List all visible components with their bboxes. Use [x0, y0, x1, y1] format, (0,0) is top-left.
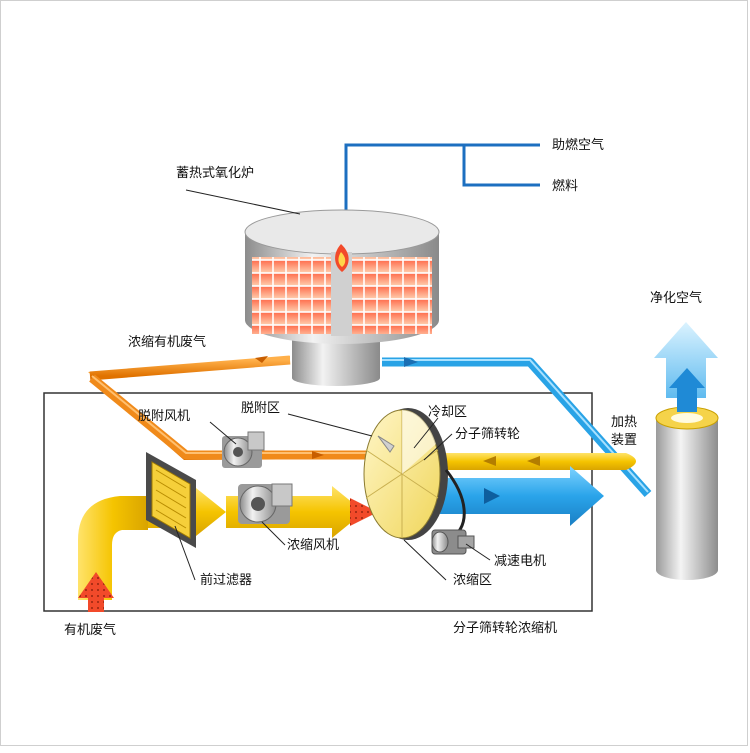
sieve-wheel: [363, 408, 466, 542]
label-desorb-zone: 脱附区: [241, 401, 280, 416]
label-fuel: 燃料: [552, 178, 578, 194]
clean-air-duct: [440, 466, 604, 526]
concentrate-fan: [238, 483, 293, 524]
desorb-fan: [222, 431, 265, 468]
label-concentrator: 分子筛转轮浓缩机: [453, 620, 557, 636]
label-gear-motor: 减速电机: [494, 554, 546, 569]
label-combustion-air: 助燃空气: [552, 137, 604, 153]
label-pre-filter: 前过滤器: [200, 572, 252, 588]
label-voc-gas: 有机废气: [64, 622, 116, 638]
label-concentrate-zone: 浓缩区: [453, 572, 492, 588]
gear-motor: [431, 529, 475, 555]
concentrated-gas-duct: [88, 355, 380, 460]
leader-lines: [174, 189, 491, 581]
label-heater-1: 加热: [611, 415, 637, 430]
rto-exhaust-duct: [382, 357, 652, 497]
label-clean-air: 净化空气: [650, 290, 702, 306]
label-concentrated-gas: 浓缩有机废气: [128, 334, 206, 350]
exhaust-stack: [654, 322, 719, 580]
label-concentrate-fan: 浓缩风机: [287, 537, 339, 553]
label-rto: 蓄热式氧化炉: [176, 166, 254, 181]
label-cooling-zone: 冷却区: [428, 405, 467, 420]
label-heater-2: 装置: [611, 433, 637, 448]
label-sieve-wheel: 分子筛转轮: [455, 427, 520, 442]
heated-air-duct: [440, 453, 636, 470]
rto-furnace: [244, 209, 440, 386]
label-desorb-fan: 脱附风机: [138, 409, 190, 424]
pre-filter: [146, 452, 196, 548]
